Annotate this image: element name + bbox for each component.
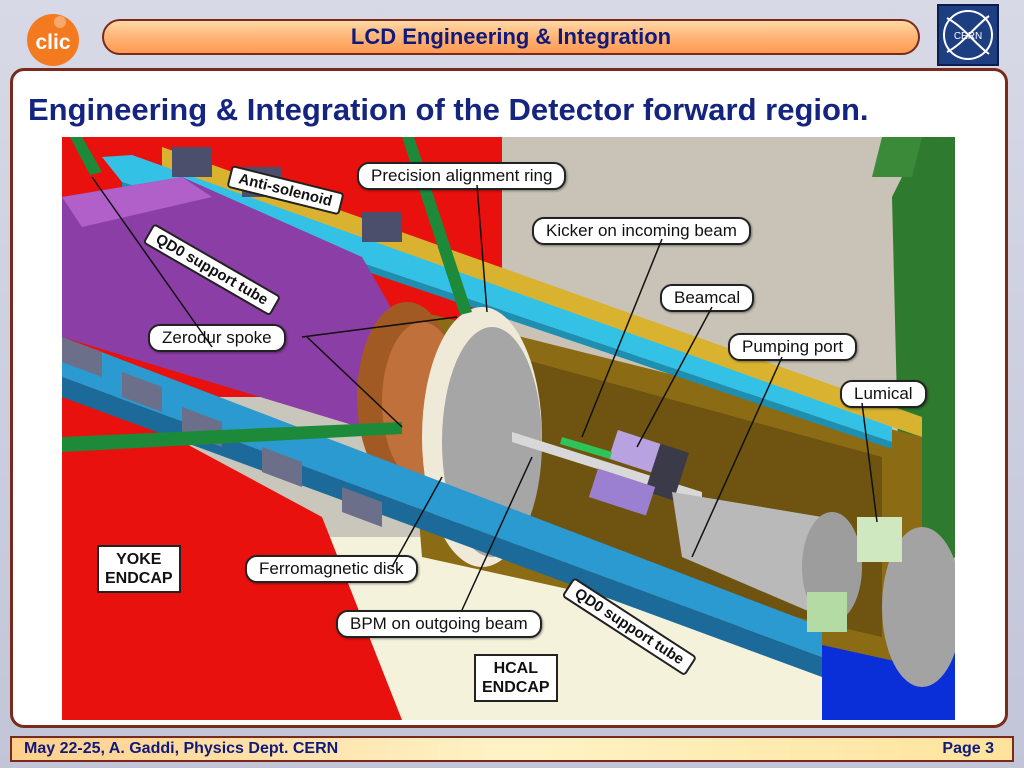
callout-zerodur-spoke: Zerodur spoke xyxy=(148,324,286,352)
cern-logo-text: CERN xyxy=(954,31,982,42)
clic-logo-text: clic xyxy=(35,31,70,54)
header-banner: LCD Engineering & Integration xyxy=(102,19,920,55)
yoke-line-2: ENDCAP xyxy=(105,570,173,587)
label-yoke-endcap: YOKE ENDCAP xyxy=(97,545,181,593)
footer-bar: May 22-25, A. Gaddi, Physics Dept. CERN … xyxy=(10,736,1014,762)
page-number: 3 xyxy=(985,740,994,757)
callout-kicker: Kicker on incoming beam xyxy=(532,217,751,245)
hcal-line-2: ENDCAP xyxy=(482,679,550,696)
callout-bpm: BPM on outgoing beam xyxy=(336,610,542,638)
header-title: LCD Engineering & Integration xyxy=(350,24,672,49)
label-hcal-endcap: HCAL ENDCAP xyxy=(474,654,558,702)
yoke-line-1: YOKE xyxy=(116,551,162,568)
callout-beamcal: Beamcal xyxy=(660,284,755,312)
callout-precision-alignment-ring: Precision alignment ring xyxy=(357,162,567,190)
clic-logo: clic xyxy=(27,14,79,66)
page-prefix: Page xyxy=(942,740,981,757)
footer-author: May 22-25, A. Gaddi, Physics Dept. CERN xyxy=(24,740,339,757)
hcal-line-1: HCAL xyxy=(493,660,538,677)
detector-figure: Precision alignment ring Kicker on incom… xyxy=(62,137,955,720)
callout-lumical: Lumical xyxy=(840,380,927,408)
footer-page: Page 3 xyxy=(942,740,994,758)
slide-title: Engineering & Integration of the Detecto… xyxy=(28,92,869,127)
top-bar: clic LCD Engineering & Integration CERN xyxy=(0,0,1024,70)
cern-logo: CERN xyxy=(937,4,999,66)
callout-ferromagnetic-disk: Ferromagnetic disk xyxy=(245,555,418,583)
callout-pumping-port: Pumping port xyxy=(728,333,858,361)
